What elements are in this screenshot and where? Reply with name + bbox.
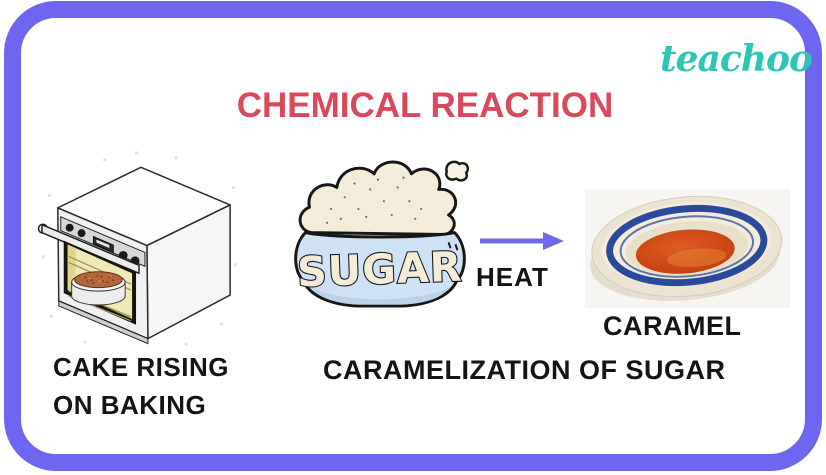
sugar-bowl-text: SUGAR — [296, 243, 463, 297]
cake-caption-line1: CAKE RISING — [53, 352, 229, 382]
caramel-bowl-photo — [584, 189, 791, 308]
oven-door-handle — [41, 223, 140, 274]
bottom-caption: CARAMELIZATION OF SUGAR — [323, 355, 726, 385]
cake-caption-line2: ON BAKING — [53, 390, 207, 420]
brand-logo: teachoo — [660, 38, 813, 80]
sugar-bowl — [294, 231, 466, 308]
heat-arrow-icon — [480, 232, 564, 250]
caramel-bowl — [589, 195, 783, 301]
oven-knob — [77, 229, 86, 238]
oven-base — [58, 300, 149, 345]
sugar-bowl-bottom-shade — [311, 287, 449, 305]
sugar-speckles — [326, 176, 423, 224]
sugar-bowl-illustration: SUGAR — [294, 160, 470, 308]
cake-highlights — [88, 274, 112, 283]
oven-knob — [65, 223, 74, 232]
page-title: CHEMICAL REACTION — [236, 86, 614, 125]
oven-display-screen — [96, 239, 110, 248]
sugar-heap — [298, 160, 458, 236]
cake-caption: CAKE RISING ON BAKING — [53, 348, 229, 424]
cake-in-pan — [71, 271, 126, 306]
oven-illustration — [37, 151, 238, 346]
caramel-label: CARAMEL — [603, 311, 742, 341]
sugar-puff — [444, 160, 470, 182]
sugar-text-ticks — [447, 242, 459, 251]
cake-speckles — [84, 274, 115, 285]
heat-label: HEAT — [476, 262, 549, 292]
